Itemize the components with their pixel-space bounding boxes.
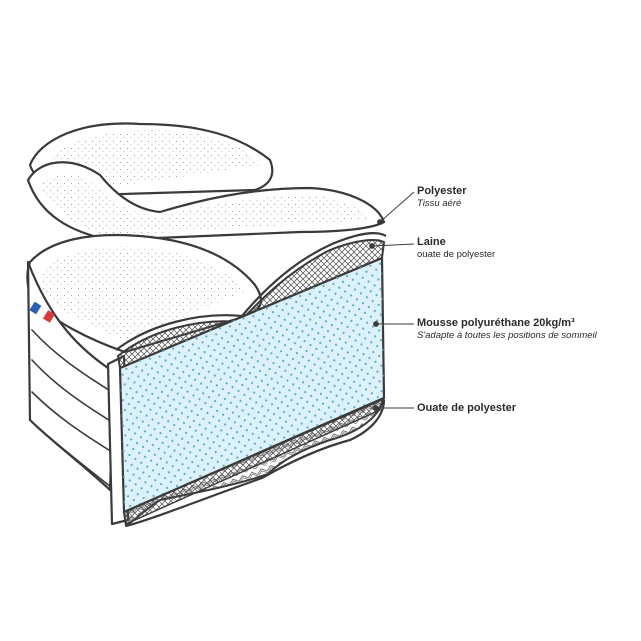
leader-dot-laine	[369, 243, 375, 249]
label-mousse-subtitle: S'adapte à toutes les positions de somme…	[417, 330, 597, 342]
side-quilting-2	[31, 359, 113, 423]
label-ouate-title: Ouate de polyester	[417, 402, 517, 414]
label-mousse-title: Mousse polyuréthane 20kg/m³	[417, 317, 575, 329]
leader-line-polyester	[379, 191, 415, 223]
french-flag-tag	[29, 301, 56, 323]
label-laine-title: Laine	[417, 236, 446, 248]
wool-layer-top-edge	[115, 232, 387, 351]
leader-dot-ouate	[373, 405, 379, 411]
middle-pillow-stipple	[40, 174, 372, 236]
side-bottom-edge	[29, 419, 113, 489]
label-laine-subtitle: ouate de polyester	[417, 249, 496, 261]
leader-line-laine	[371, 243, 415, 247]
label-laine: Laine ouate de polyester	[417, 236, 495, 261]
leader-dot-mousse	[373, 321, 379, 327]
base-crosshatch-strip	[123, 399, 383, 525]
label-ouate: Ouate de polyester	[417, 402, 516, 415]
side-quilting-1	[31, 329, 113, 393]
wool-layer-top	[117, 239, 385, 369]
label-polyester: Polyester Tissu aéré	[417, 185, 467, 210]
leader-lines	[369, 191, 415, 411]
side-quilting-3	[31, 391, 113, 453]
front-pillow-stipple	[41, 246, 245, 340]
bottom-edge	[125, 399, 386, 528]
label-polyester-subtitle: Tissu aéré	[417, 198, 462, 210]
label-polyester-title: Polyester	[417, 185, 467, 197]
label-mousse: Mousse polyuréthane 20kg/m³ S'adapte à t…	[417, 317, 597, 342]
leader-dot-polyester	[377, 219, 383, 225]
